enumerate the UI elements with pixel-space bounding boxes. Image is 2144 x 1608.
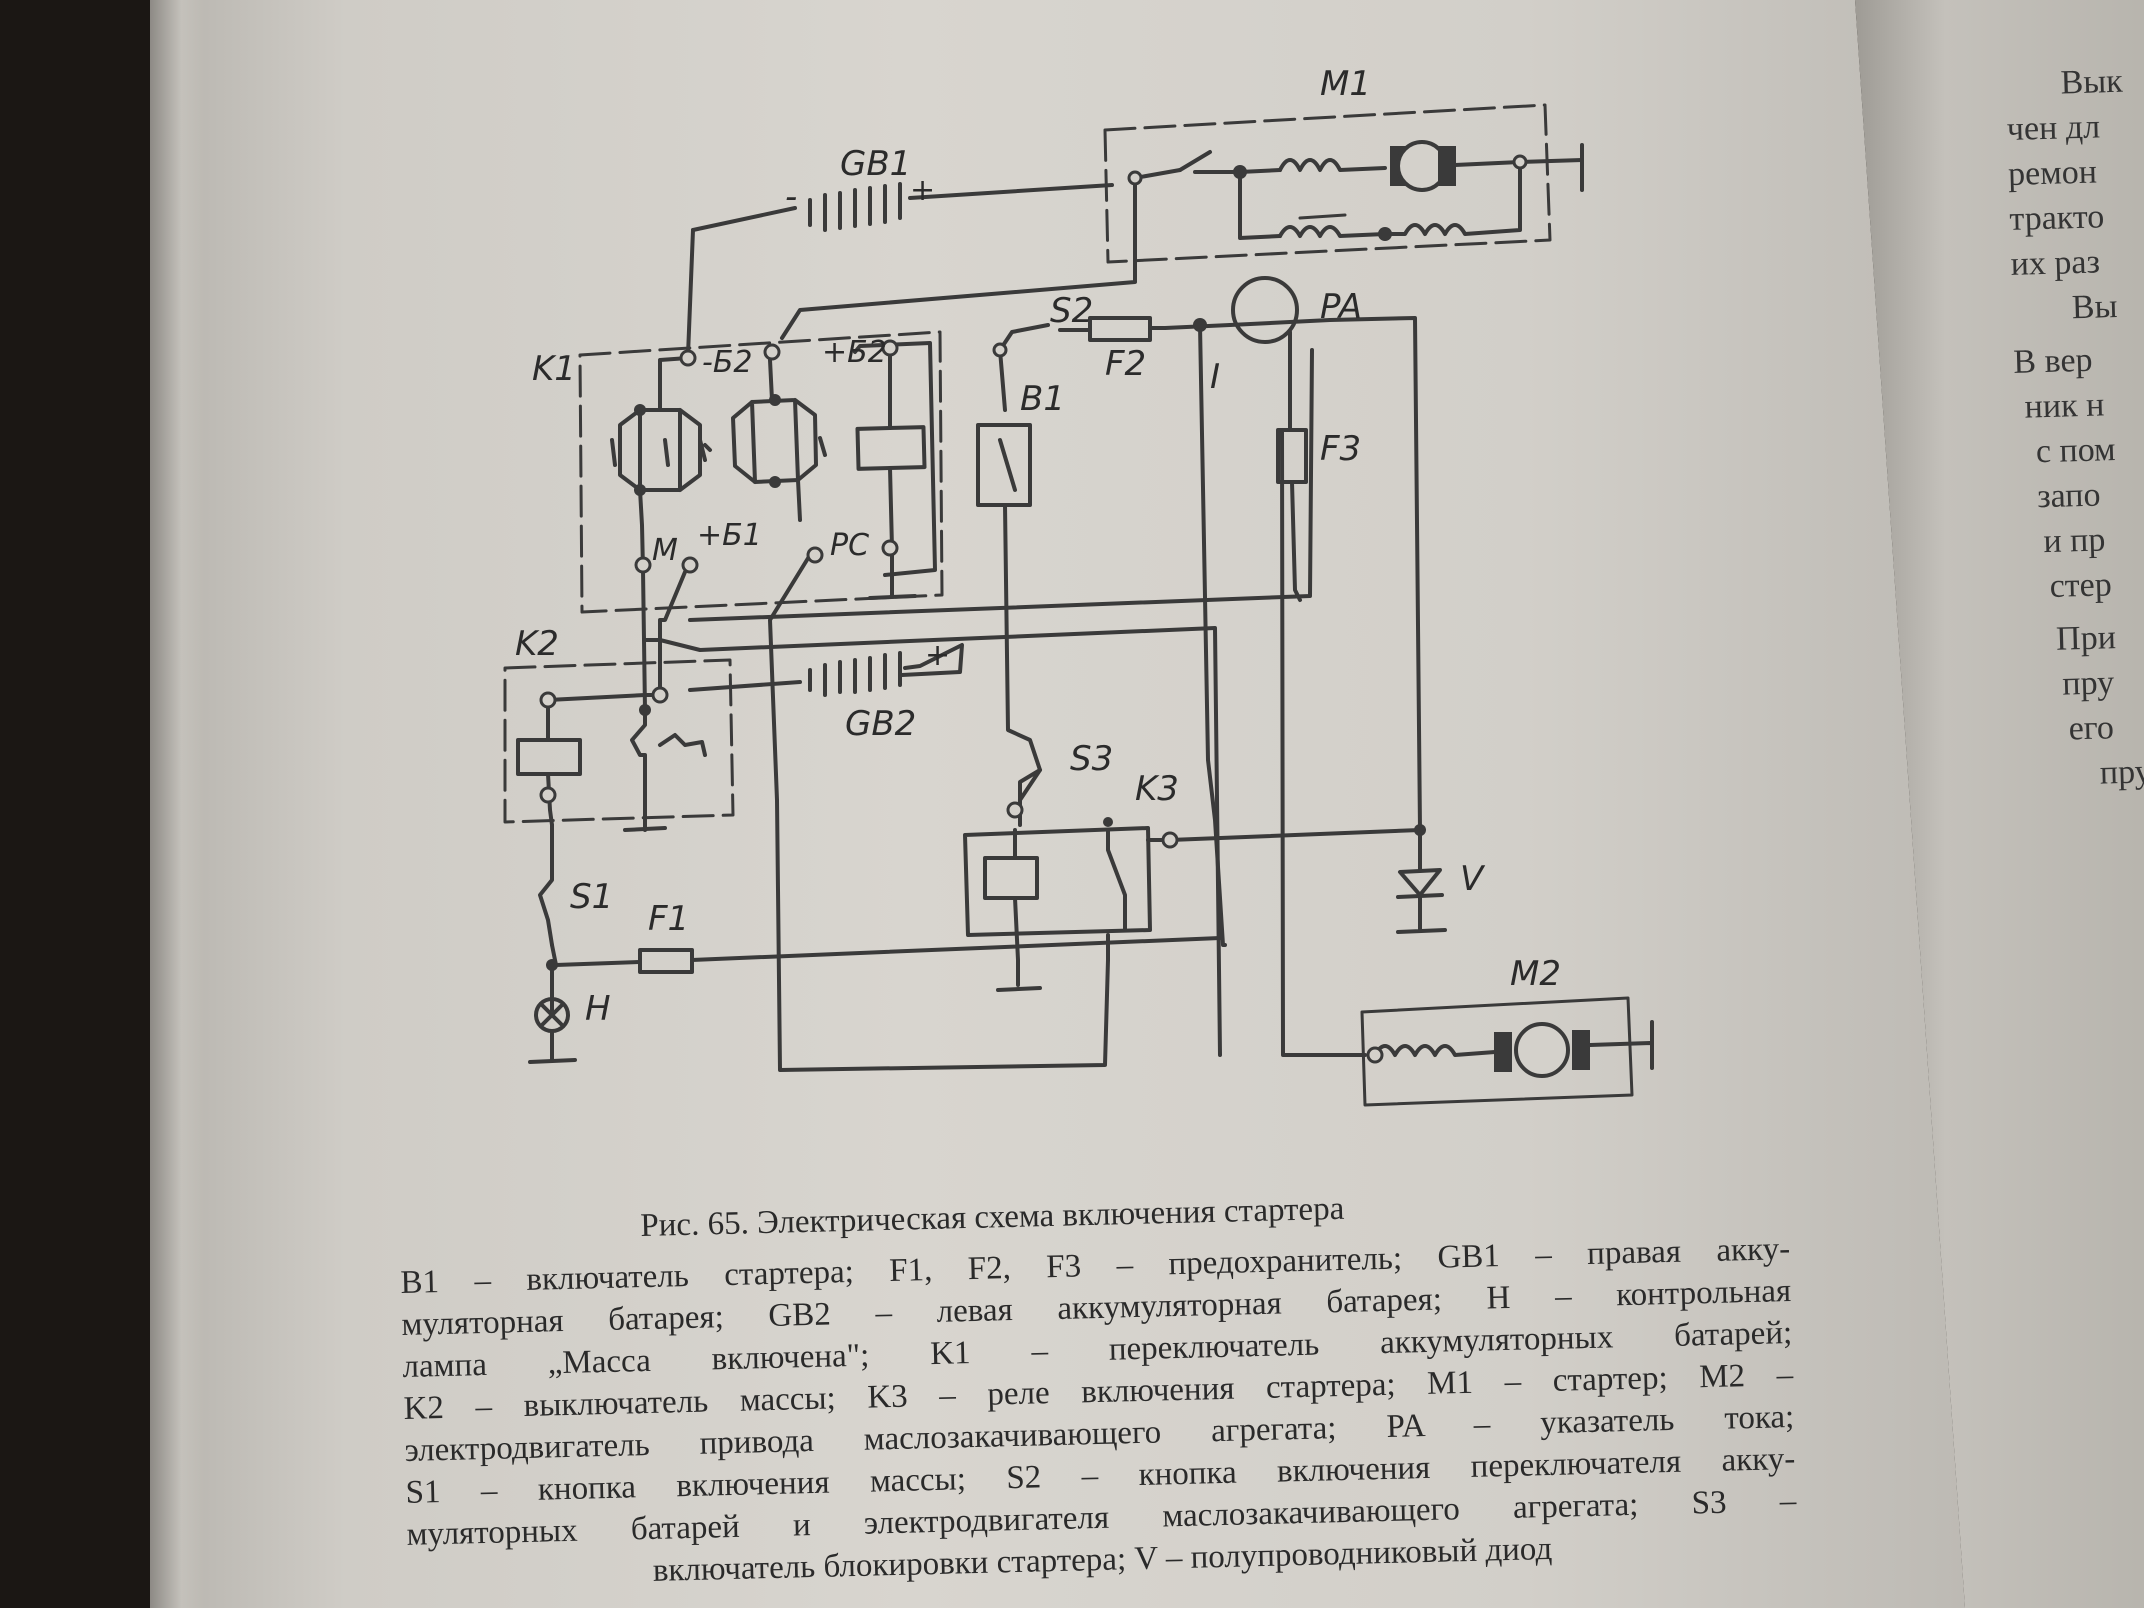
label-m1: M1 <box>1320 64 1371 104</box>
facing-line: Вык <box>2060 62 2124 102</box>
book-page <box>205 0 1965 1608</box>
label-plus-b2: +Б2 <box>822 335 887 370</box>
facing-line: его <box>2068 709 2115 748</box>
facing-line: тракто <box>2008 198 2105 238</box>
label-k2: K2 <box>515 624 559 664</box>
label-h: H <box>585 989 611 1029</box>
facing-page-text: Вык чен дл ремон тракто их раз Вы В вер … <box>2005 56 2144 797</box>
label-gb2: GB2 <box>845 704 916 744</box>
label-f2: F2 <box>1105 344 1146 384</box>
label-s3: S3 <box>1070 739 1113 779</box>
label-plus-b1: +Б1 <box>697 518 762 553</box>
facing-line: чен дл <box>2006 108 2101 148</box>
label-minus-b2: -Б2 <box>702 345 753 380</box>
facing-line: В вер <box>2012 341 2094 381</box>
label-m: M <box>652 533 678 568</box>
label-gb2-plus: + <box>925 638 950 673</box>
label-v: V <box>1460 859 1486 899</box>
label-m2: M2 <box>1510 954 1561 994</box>
facing-line: их раз <box>2010 243 2101 283</box>
label-i: I <box>1210 357 1220 397</box>
label-gb1-minus: - <box>785 177 797 217</box>
label-gb1: GB1 <box>840 144 911 184</box>
facing-line: стер <box>2049 566 2113 605</box>
label-s1: S1 <box>570 877 613 917</box>
facing-line: ремон <box>2007 153 2098 193</box>
facing-line: с пом <box>2035 431 2117 471</box>
label-pa: PA <box>1320 287 1362 327</box>
label-f3: F3 <box>1320 429 1361 469</box>
facing-line: При <box>2055 619 2117 658</box>
label-gb1-plus: + <box>910 173 935 208</box>
facing-line: запо <box>2036 476 2101 516</box>
facing-line: пру <box>2099 753 2144 792</box>
facing-line: пру <box>2061 664 2115 703</box>
label-b1: B1 <box>1020 379 1065 419</box>
label-k1: K1 <box>532 349 576 389</box>
figure-legend: B1 – включатель стартера; F1, F2, F3 – п… <box>400 1228 1798 1598</box>
facing-line: и пр <box>2042 521 2106 561</box>
label-s2: S2 <box>1050 291 1093 331</box>
facing-line: Вы <box>2071 287 2118 327</box>
label-k3: K3 <box>1135 769 1179 809</box>
label-pc: PC <box>830 528 869 563</box>
label-f1: F1 <box>648 899 689 939</box>
facing-line: ник н <box>2024 386 2105 426</box>
